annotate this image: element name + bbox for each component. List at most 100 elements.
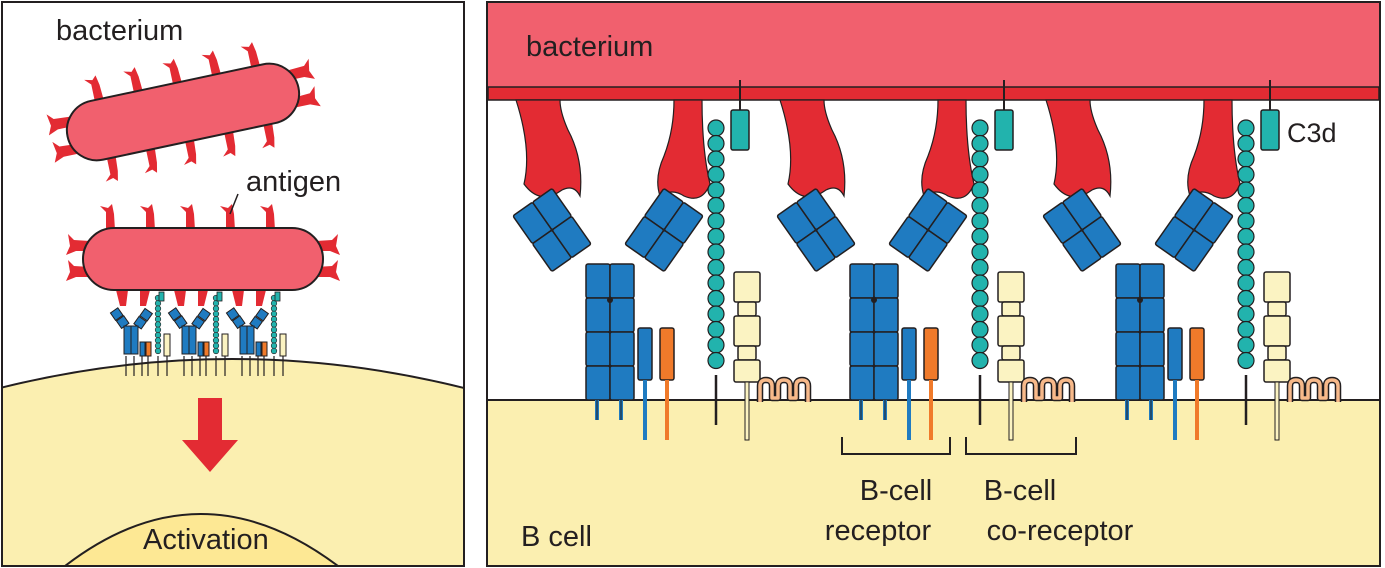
cd21-domain (707, 305, 725, 323)
mini-cd21-domain (270, 316, 278, 323)
fc-domain (1115, 263, 1141, 299)
b-cell-label: B cell (521, 521, 592, 553)
left-bacterium-label: bacterium (56, 15, 183, 47)
fc-domain (585, 297, 611, 333)
antigen-stalk (116, 290, 128, 306)
cd21-domain (707, 196, 725, 215)
cd21-domain (971, 274, 989, 292)
antigen-stalk (140, 290, 150, 306)
antigen-spike (223, 130, 236, 157)
left-panel: bacterium antigen Activation (1, 1, 465, 567)
mini-fab (109, 307, 124, 322)
mini-fab (139, 307, 154, 322)
cd81-fill (1022, 378, 1074, 402)
ig-domain (552, 216, 592, 258)
mini-fab (255, 307, 270, 322)
receptor-complex (1042, 80, 1342, 441)
bcr-label-line1: B-cell (860, 475, 933, 507)
fc-domain (849, 331, 875, 367)
ig-beta (1189, 327, 1205, 381)
fc-domain (609, 331, 635, 367)
coreceptor-label-line1: B-cell (984, 475, 1057, 507)
mini-cd21-domain (270, 326, 278, 333)
ig-domain (1082, 216, 1122, 258)
mini-cd21-domain (212, 347, 220, 355)
fc-domain (873, 331, 899, 367)
bacterium-surface (488, 3, 1379, 87)
bacterium-body (82, 227, 324, 291)
ig-alpha (901, 327, 917, 381)
antigen-spike (262, 121, 275, 149)
mini-cd21-domain (270, 305, 278, 312)
cd21-domain (1237, 227, 1255, 246)
tail (929, 380, 933, 440)
fc-domain (585, 263, 611, 299)
cd21-domain (971, 212, 989, 230)
fab-arm (776, 188, 856, 272)
ig-domain (908, 230, 948, 272)
cd19-tail (1008, 381, 1014, 441)
c3d-label: C3d (1287, 118, 1337, 148)
cd21-domain (1237, 274, 1255, 292)
cd21-domain (971, 289, 989, 308)
antigen-spike (46, 114, 72, 136)
fc-domain (609, 263, 635, 299)
antigen-stalk (256, 290, 266, 306)
mini-cd21-domain (270, 337, 278, 344)
fc-domain (873, 365, 899, 401)
cd21-domain (1237, 258, 1255, 277)
ig-alpha (1167, 327, 1183, 381)
disulfide-bond (1137, 297, 1143, 303)
mini-receptor-complex (109, 290, 171, 376)
mini-cd21-domain (212, 342, 220, 349)
cd21-domain (1237, 165, 1255, 184)
antigen-left (515, 99, 582, 199)
cd21-domain (1237, 289, 1255, 308)
c3d-fragment (994, 109, 1014, 151)
antigen-spike (316, 260, 340, 281)
cd21-domain (971, 336, 989, 354)
c3d-fragment (730, 109, 750, 151)
mini-cd21-domain (270, 342, 278, 349)
mini-cd21-domain (154, 316, 162, 323)
cd21-domain (971, 134, 989, 153)
antigen-left (779, 99, 846, 199)
fab-arm (1042, 188, 1122, 272)
mini-cd19 (163, 333, 171, 357)
cd21-domain (707, 351, 725, 370)
tail (1173, 380, 1177, 440)
mini-iga (255, 341, 262, 357)
antigen-spike (100, 204, 115, 230)
cd81-fill (758, 378, 810, 402)
tail (1195, 380, 1199, 440)
fc-domain (1115, 365, 1141, 401)
antigen-stalk (174, 290, 186, 306)
antigen-spike (105, 154, 118, 182)
ig-beta (659, 327, 675, 381)
ig-domain (644, 230, 684, 272)
tail (907, 380, 911, 440)
antigen-spike (162, 58, 183, 86)
cd21-domain (1237, 119, 1255, 137)
receptor-complex (512, 80, 812, 441)
mini-cd21-domain (212, 332, 220, 339)
antigen-spike (260, 204, 275, 230)
cd21-domain (707, 119, 725, 137)
cd21-domain (1237, 134, 1255, 153)
coreceptor-bracket (965, 437, 1077, 455)
disulfide-bond (607, 297, 613, 303)
antigen-right (921, 99, 975, 199)
mini-c3d (274, 291, 281, 302)
antigen-label: antigen (246, 166, 341, 198)
cd19-domain (737, 345, 757, 361)
cd19-domain (733, 359, 761, 383)
tail (665, 380, 669, 440)
mini-cd19 (279, 333, 287, 357)
bcr-label-line2: receptor (825, 515, 932, 547)
right-bacterium-label: bacterium (526, 31, 653, 63)
antigen-spike (288, 58, 315, 80)
mini-fab (167, 307, 182, 322)
antigen-right (657, 99, 711, 199)
fc-domain (609, 365, 635, 401)
mini-cd21-domain (212, 310, 220, 318)
